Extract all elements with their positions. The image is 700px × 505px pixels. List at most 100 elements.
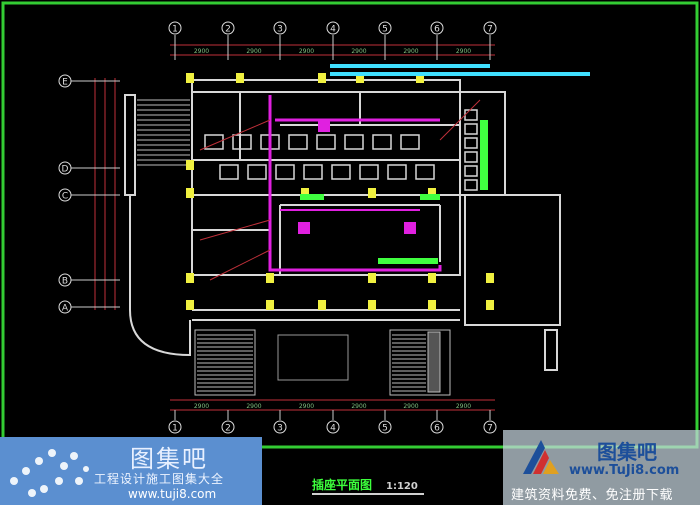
axis-bubble xyxy=(430,420,444,434)
watermark-left: 图集吧 工程设计施工图集大全 www.tuji8.com xyxy=(0,437,262,505)
axis-bubble xyxy=(273,420,287,434)
axis-label-7: 7 xyxy=(487,25,493,35)
stairs xyxy=(137,99,426,392)
desks xyxy=(204,109,478,191)
column xyxy=(368,273,376,283)
column xyxy=(186,300,194,310)
panels xyxy=(298,120,416,234)
axis-label-3: 3 xyxy=(277,25,283,35)
column xyxy=(486,273,494,283)
axis-label-3: 3 xyxy=(277,424,283,434)
bay-dimension: 2900 xyxy=(299,48,314,55)
axis-bubble xyxy=(378,21,392,35)
ramps xyxy=(194,329,451,396)
axis-bubble xyxy=(168,21,182,35)
desk xyxy=(275,164,295,180)
desk xyxy=(464,109,478,121)
columns xyxy=(186,73,494,310)
bay-dimension: 2900 xyxy=(351,48,366,55)
bay-dimension: 2900 xyxy=(403,403,418,410)
column xyxy=(368,300,376,310)
axis-bubble xyxy=(168,420,182,434)
watermark-slogan: 工程设计施工图集大全 xyxy=(94,472,225,486)
desk xyxy=(372,134,392,150)
axis-bubble xyxy=(430,21,444,35)
column xyxy=(266,273,274,283)
column xyxy=(186,188,194,198)
bay-dimension: 2900 xyxy=(456,403,471,410)
column xyxy=(428,273,436,283)
axis-label-A: A xyxy=(62,304,69,314)
column xyxy=(266,300,274,310)
bay-dimension: 2900 xyxy=(194,48,209,55)
axis-bubble xyxy=(326,21,340,35)
watermark-right-slogan: 建筑资料免费、免注册下载 xyxy=(511,488,674,503)
desk xyxy=(247,164,267,180)
axis-bubble xyxy=(221,420,235,434)
bay-dimension: 2900 xyxy=(246,403,261,410)
wiring xyxy=(199,99,481,281)
desk xyxy=(464,179,478,191)
desk xyxy=(204,134,224,150)
drawing-frame xyxy=(1,1,699,449)
desk xyxy=(288,134,308,150)
desk xyxy=(464,137,478,149)
axis-bubble xyxy=(483,420,497,434)
watermark-right: 图集吧 www.TuJi8.com 建筑资料免费、免注册下载 xyxy=(503,430,700,505)
axis-bubble xyxy=(58,74,72,88)
desk xyxy=(387,164,407,180)
watermark-right-url[interactable]: www.TuJi8.com xyxy=(569,463,680,478)
circuit-lines xyxy=(268,95,442,272)
desk xyxy=(400,134,420,150)
watermark-url[interactable]: www.tuji8.com xyxy=(128,487,217,501)
axis-label-5: 5 xyxy=(382,424,388,434)
watermark-name: 图集吧 xyxy=(130,445,208,473)
axis-label-1: 1 xyxy=(172,25,178,35)
notes xyxy=(330,64,590,76)
desk xyxy=(232,134,252,150)
desk xyxy=(344,134,364,150)
dimensions: 2900 2900 2900 2900 2900 2900 2900 2900 2900 2900… xyxy=(94,44,495,411)
axis-label-E: E xyxy=(62,78,68,88)
column xyxy=(368,188,376,198)
desk xyxy=(464,165,478,177)
axis-label-5: 5 xyxy=(382,25,388,35)
column xyxy=(428,188,436,198)
bay-dimension: 2900 xyxy=(456,48,471,55)
axis-label-D: D xyxy=(62,165,69,175)
axis-label-6: 6 xyxy=(434,25,440,35)
axis-label-7: 7 xyxy=(487,424,493,434)
desk xyxy=(464,123,478,135)
axis-label-4: 4 xyxy=(330,424,336,434)
bay-dimension: 2900 xyxy=(194,403,209,410)
watermark-right-name: 图集吧 xyxy=(597,440,657,464)
desk xyxy=(331,164,351,180)
axis-label-6: 6 xyxy=(434,424,440,434)
axis-label-2: 2 xyxy=(225,424,231,434)
column xyxy=(318,300,326,310)
column xyxy=(186,73,194,83)
desk xyxy=(219,164,239,180)
column xyxy=(428,300,436,310)
axis-bubble xyxy=(483,21,497,35)
column xyxy=(186,160,194,170)
bay-dimension: 2900 xyxy=(403,48,418,55)
bay-dimension: 2900 xyxy=(351,403,366,410)
bay-dimension: 2900 xyxy=(246,48,261,55)
column xyxy=(416,73,424,83)
desk xyxy=(464,151,478,163)
plum-blossom-icon xyxy=(10,449,89,497)
axis-label-2: 2 xyxy=(225,25,231,35)
desk xyxy=(359,164,379,180)
axis-bubble xyxy=(58,161,72,175)
desk xyxy=(316,134,336,150)
desk xyxy=(303,164,323,180)
desk xyxy=(415,164,435,180)
column xyxy=(236,73,244,83)
axis-bubble xyxy=(58,300,72,314)
column xyxy=(301,188,309,198)
